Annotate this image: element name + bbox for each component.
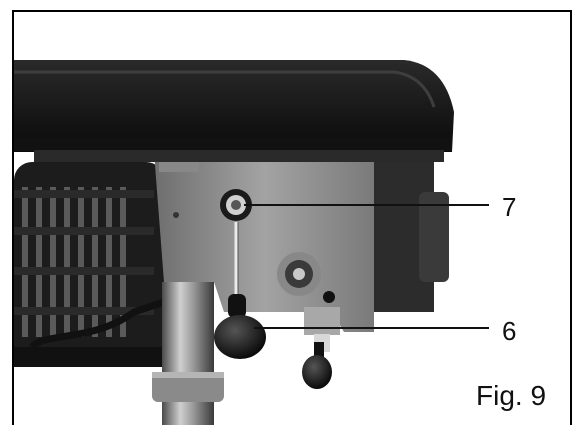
depth-lock-knob [220,189,252,221]
drill-head [154,152,449,332]
callout-label-6: 6 [502,316,517,346]
figure-frame: 7 6 Fig. 9 [12,10,572,425]
figure-caption: Fig. 9 [476,380,547,411]
motor [14,162,187,367]
callout-label-7: 7 [502,192,517,222]
column [152,282,224,425]
spindle-hub [277,252,340,389]
drill-press-photo [14,12,570,425]
belt-guard [14,60,454,162]
feed-handle-knob [214,294,266,359]
